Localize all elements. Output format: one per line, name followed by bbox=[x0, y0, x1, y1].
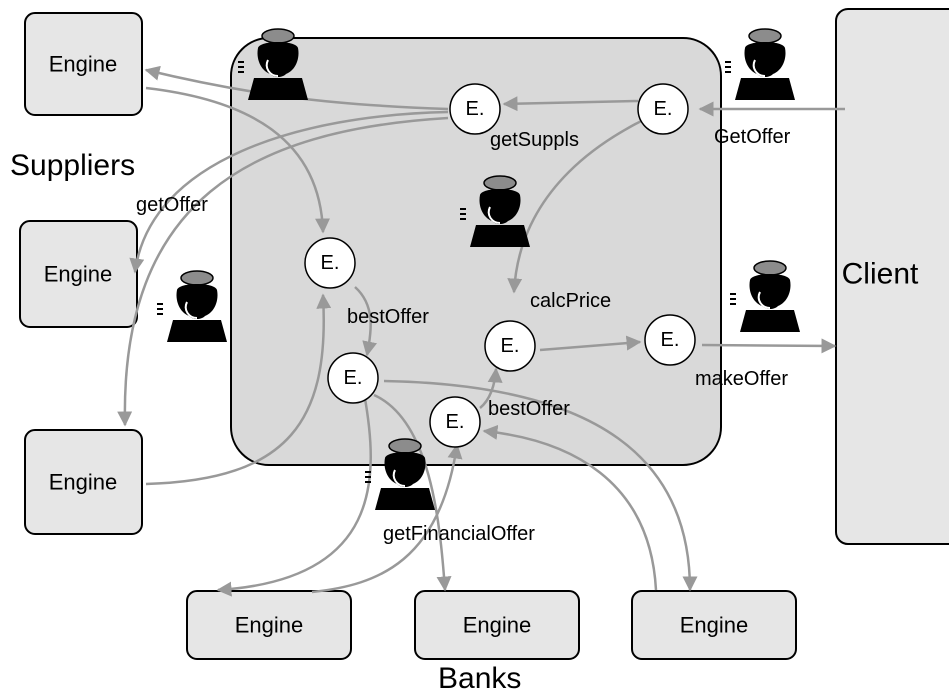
node-makeoffer: E. bbox=[644, 314, 696, 366]
engine-label: Engine bbox=[463, 613, 532, 638]
agent-icon bbox=[724, 28, 796, 101]
node-getsuppls: E. bbox=[449, 83, 501, 135]
edge-label-getfinancialoffer: getFinancialOffer bbox=[383, 523, 535, 545]
edge-makeoffer-client bbox=[701, 338, 837, 354]
edge-label-calcprice: calcPrice bbox=[530, 290, 611, 312]
edge-engine3-to-bestoffer bbox=[145, 293, 332, 486]
edge-label-getoffer-client: GetOffer bbox=[714, 126, 791, 148]
node-getoffer: E. bbox=[637, 83, 689, 135]
edge-bestoffer-bank2 bbox=[373, 393, 452, 592]
node-bestoffer-bottom: E. bbox=[327, 352, 379, 404]
node-label: E. bbox=[321, 252, 340, 274]
edge-bank1-to-getfinancial bbox=[311, 443, 463, 594]
node-label: E. bbox=[344, 367, 363, 389]
node-bestoffer-top: E. bbox=[304, 237, 356, 289]
node-label: E. bbox=[501, 335, 520, 357]
agent-icon bbox=[729, 260, 801, 333]
node-label: E. bbox=[446, 411, 465, 433]
engine-label: Engine bbox=[49, 52, 118, 77]
edge-getfinancial-to-calcprice bbox=[479, 367, 503, 409]
node-getfinancialoffer: E. bbox=[429, 396, 481, 448]
engine-label: Engine bbox=[49, 470, 118, 495]
engine-label: Engine bbox=[235, 613, 304, 638]
engine-box-bank-3: Engine bbox=[631, 590, 797, 660]
node-label: E. bbox=[661, 329, 680, 351]
node-label: E. bbox=[466, 98, 485, 120]
engine-box-supplier-3: Engine bbox=[24, 429, 143, 535]
edge-getsuppls bbox=[502, 96, 639, 112]
client-label: Client bbox=[842, 258, 919, 291]
node-calcprice: E. bbox=[484, 320, 536, 372]
engine-box-supplier-2: Engine bbox=[19, 220, 138, 328]
edge-bestoffer-bank1 bbox=[216, 392, 372, 597]
edge-calcprice-to-makeoffer bbox=[539, 335, 642, 352]
node-label: E. bbox=[654, 98, 673, 120]
edge-engine1-to-bestoffer bbox=[145, 86, 331, 234]
engine-box-supplier-1: Engine bbox=[24, 12, 143, 116]
edge-label-getoffer-supplier: getOffer bbox=[136, 194, 208, 216]
agent-icon bbox=[156, 270, 228, 343]
engine-label: Engine bbox=[680, 613, 749, 638]
edge-bestoffer-bank3 bbox=[383, 379, 698, 592]
group-label-suppliers: Suppliers bbox=[10, 149, 135, 182]
edge-label-makeoffer: makeOffer bbox=[695, 368, 788, 390]
edge-getoffer-engine2 bbox=[129, 110, 449, 274]
client-box: Client bbox=[835, 8, 949, 545]
engine-box-bank-2: Engine bbox=[414, 590, 580, 660]
edge-getoffer-engine3 bbox=[117, 116, 449, 427]
edge-label-bestoffer-left: bestOffer bbox=[347, 306, 429, 328]
edge-bank3-to-getfinancial bbox=[482, 424, 658, 591]
group-label-banks: Banks bbox=[438, 662, 521, 693]
edge-label-bestoffer-right: bestOffer bbox=[488, 398, 570, 420]
edge-bestoffer-chain bbox=[354, 286, 378, 357]
engine-box-bank-1: Engine bbox=[186, 590, 352, 660]
engine-label: Engine bbox=[44, 262, 113, 287]
edge-label-getsuppls: getSuppls bbox=[490, 129, 579, 151]
